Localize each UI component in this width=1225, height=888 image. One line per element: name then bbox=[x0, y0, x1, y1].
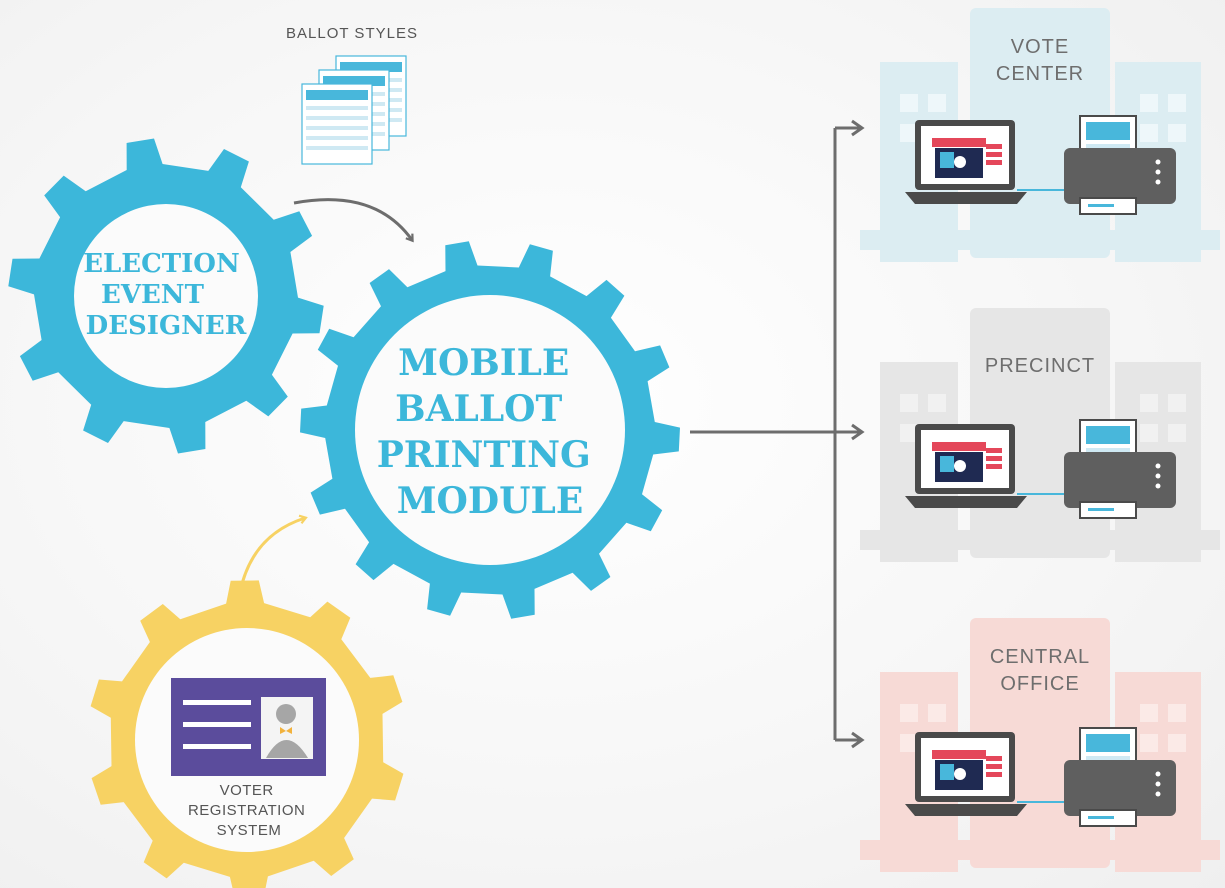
location-label: PRECINCT bbox=[985, 355, 1095, 377]
arrowhead-central-office bbox=[851, 731, 865, 749]
module-label-line-1: MOBILE bbox=[398, 342, 569, 384]
flow-arrow-module-to-sites bbox=[690, 126, 862, 742]
voter-label-line-1: VOTER bbox=[220, 782, 274, 799]
module-label-line-2: BALLOT bbox=[395, 388, 562, 430]
voter-id-card-icon bbox=[171, 678, 326, 776]
laptop-icon bbox=[905, 732, 1027, 816]
location-precinct: PRECINCT bbox=[860, 308, 1220, 562]
module-gear-hub bbox=[355, 295, 625, 565]
printer-icon bbox=[1017, 419, 1176, 519]
ballot-styles-label: BALLOT STYLES bbox=[286, 25, 418, 42]
svg-text:MOBILE BALLOT PRIN: MOBILE BALLOT PRINTING MODULE bbox=[377, 342, 604, 522]
voter-label-line-3: SYSTEM bbox=[217, 822, 282, 839]
module-label-line-3: PRINTING bbox=[377, 434, 591, 476]
svg-text:ELECTION EVENT DES: ELECTION EVENT DESIGNER bbox=[83, 249, 249, 341]
ballot-stack-icon bbox=[301, 55, 407, 165]
location-vote-center: VOTE CENTER bbox=[860, 8, 1220, 262]
location-label: VOTE CENTER bbox=[996, 36, 1084, 85]
flow-arrow-voter-to-module bbox=[238, 514, 308, 593]
laptop-icon bbox=[905, 424, 1027, 508]
location-label-line: VOTE bbox=[1011, 36, 1069, 58]
designer-gear-hub bbox=[74, 204, 258, 388]
mobile-ballot-printing-module-gear: MOBILE BALLOT PRINTING MODULE bbox=[300, 241, 680, 619]
svg-text:VOTER REGISTRATION: VOTER REGISTRATION SYSTEM bbox=[188, 782, 310, 839]
designer-label-line-1: ELECTION bbox=[83, 249, 240, 279]
flow-arrow-ballots-to-module bbox=[293, 198, 414, 243]
ballot-sheet-icon bbox=[301, 83, 373, 165]
arrowhead-vote-center bbox=[851, 119, 865, 137]
module-label-line-4: MODULE bbox=[397, 480, 584, 522]
location-label-line: OFFICE bbox=[1000, 673, 1079, 695]
location-label: CENTRAL OFFICE bbox=[990, 646, 1090, 695]
printer-icon bbox=[1017, 115, 1176, 215]
location-label-line: PRECINCT bbox=[985, 355, 1095, 377]
location-label-line: CENTRAL bbox=[990, 646, 1090, 668]
voter-registration-system-gear: VOTER REGISTRATION SYSTEM bbox=[90, 580, 404, 888]
arrowhead-precinct bbox=[851, 423, 865, 441]
printer-icon bbox=[1017, 727, 1176, 827]
laptop-icon bbox=[905, 120, 1027, 204]
location-central-office: CENTRAL OFFICE bbox=[860, 618, 1220, 872]
election-event-designer-gear: ELECTION EVENT DESIGNER bbox=[8, 138, 324, 454]
location-label-line: CENTER bbox=[996, 63, 1084, 85]
voter-label-line-2: REGISTRATION bbox=[188, 802, 305, 819]
location-clusters: VOTE CENTER PRECINCT CENTRAL OFFICE bbox=[860, 8, 1220, 872]
designer-label-line-2: EVENT bbox=[101, 280, 205, 310]
designer-label-line-3: DESIGNER bbox=[86, 311, 247, 341]
